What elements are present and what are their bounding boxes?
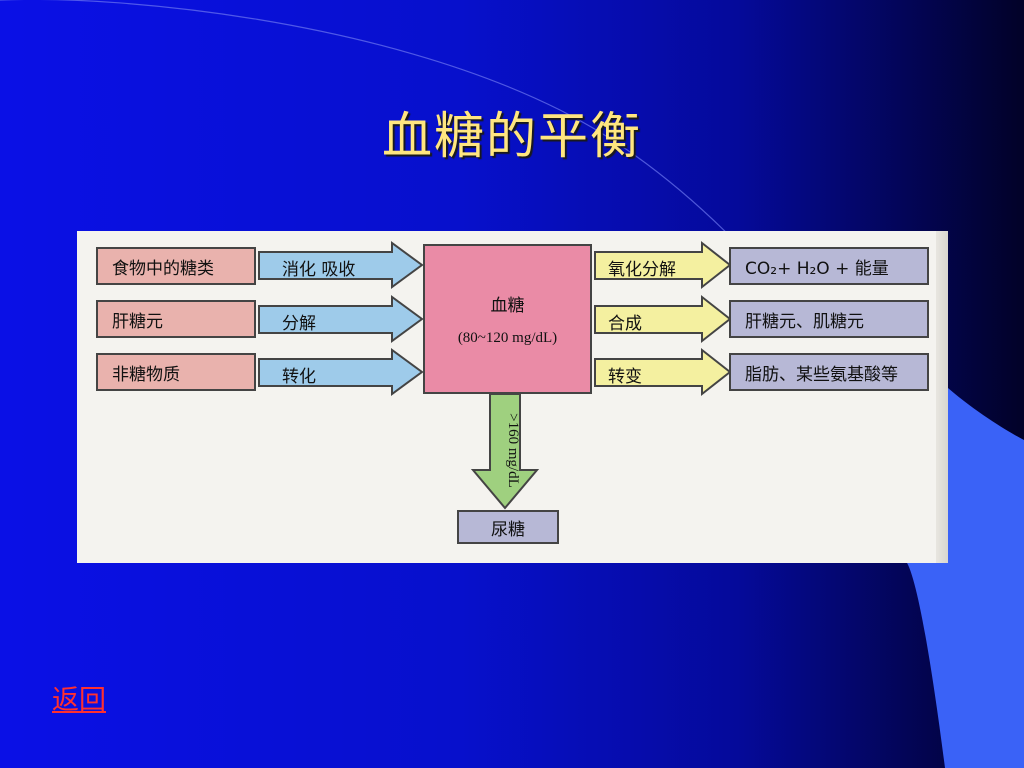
input-arrow-3 [258, 348, 424, 396]
blood-sugar-box: 血糖 (80~120 mg/dL) [423, 244, 592, 394]
process-label-digest: 消化 吸收 [282, 260, 356, 280]
blood-sugar-title: 血糖 [490, 296, 525, 316]
excretion-threshold-wrap: >160 mg/dL [495, 400, 529, 500]
output-arrow-1 [594, 240, 732, 290]
process-label-synthesize: 合成 [608, 314, 642, 334]
process-label-oxidize: 氧化分解 [608, 260, 676, 280]
slide-title: 血糖的平衡 [382, 107, 642, 165]
back-link[interactable]: 返回 [52, 685, 106, 716]
process-label-decompose: 分解 [282, 314, 316, 334]
output-arrow-2 [594, 294, 732, 344]
output-box-glycogen: 肝糖元、肌糖元 [729, 300, 929, 338]
input-arrow-2 [258, 295, 424, 343]
source-box-food: 食物中的糖类 [96, 247, 256, 285]
excretion-threshold: >160 mg/dL [504, 412, 521, 488]
process-label-convert: 转化 [282, 367, 316, 387]
input-arrow-1 [258, 241, 424, 289]
blood-sugar-range: (80~120 mg/dL) [457, 330, 558, 346]
diagram-panel-edge [936, 231, 948, 563]
output-box-fat-amino: 脂肪、某些氨基酸等 [729, 353, 929, 391]
process-label-transform: 转变 [608, 367, 642, 387]
source-box-liver-glycogen: 肝糖元 [96, 300, 256, 338]
output-box-energy: CO₂+ H₂O + 能量 [729, 247, 929, 285]
urine-sugar-box: 尿糖 [457, 510, 559, 544]
output-arrow-3 [594, 347, 732, 397]
source-box-non-sugar: 非糖物质 [96, 353, 256, 391]
down-arrow [470, 393, 540, 510]
